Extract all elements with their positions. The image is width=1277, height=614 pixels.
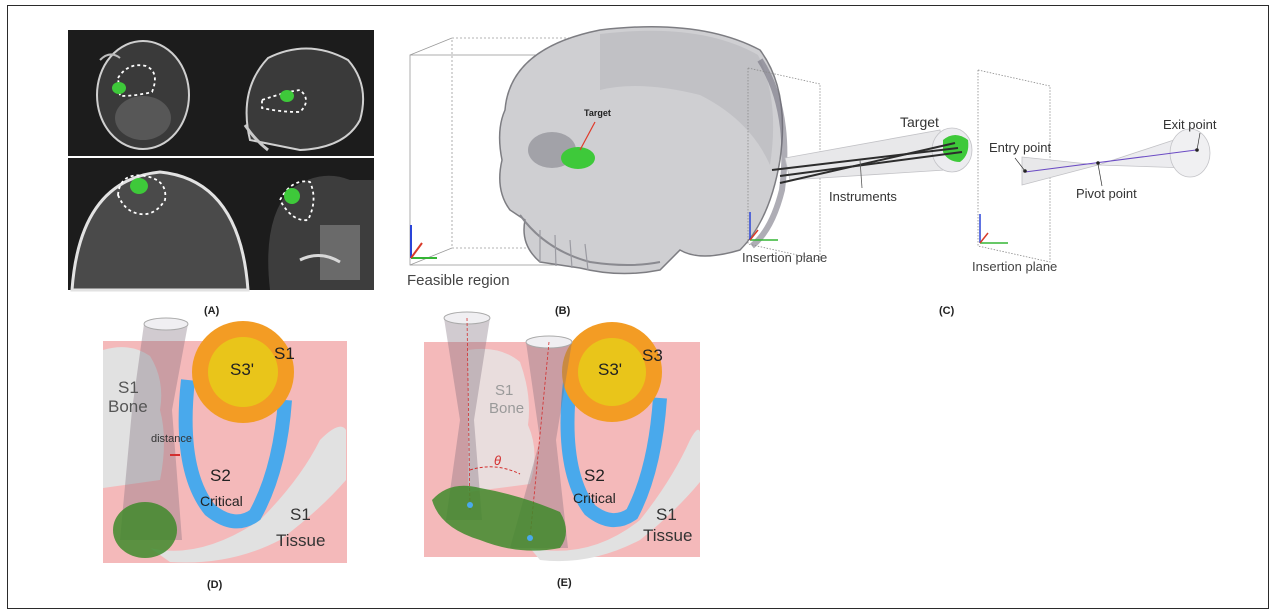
label-s3-e: S3 xyxy=(642,346,663,366)
label-s1-bone-e-b: Bone xyxy=(489,400,524,417)
label-s1-bone-e-a: S1 xyxy=(495,382,513,399)
label-s1-tissue-e-b: Tissue xyxy=(643,526,692,546)
label-s1-tissue-e-a: S1 xyxy=(656,505,677,525)
label-s3-prime-e: S3' xyxy=(598,360,622,380)
label-theta: θ xyxy=(494,453,501,468)
label-critical-e: Critical xyxy=(573,490,616,506)
caption-e: (E) xyxy=(557,577,572,589)
label-s2-e: S2 xyxy=(584,466,605,486)
